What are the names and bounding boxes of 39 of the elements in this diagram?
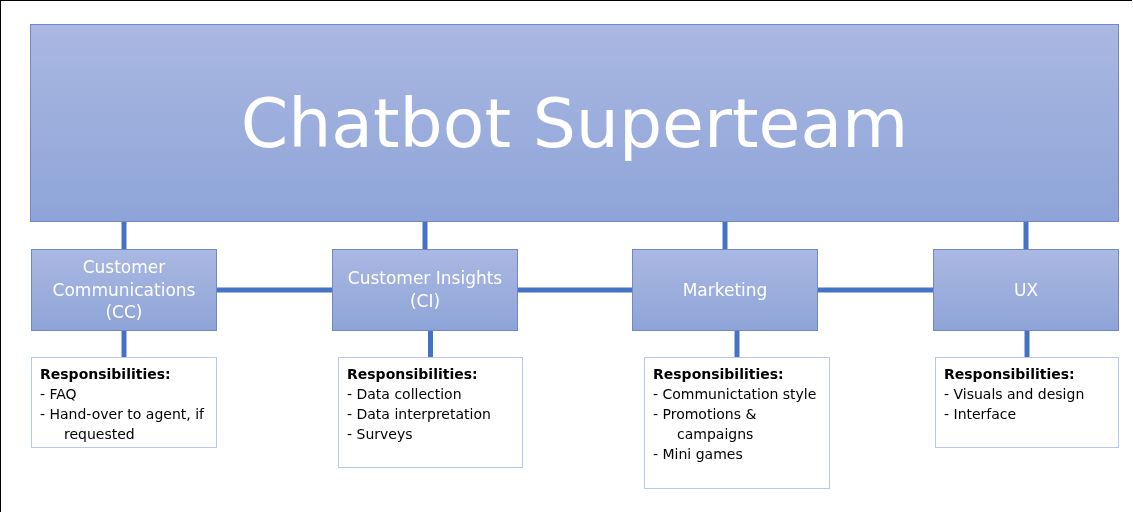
connector-line	[121, 331, 127, 357]
list-item: - FAQ	[40, 385, 78, 404]
connector-line	[1023, 222, 1029, 249]
connector-line	[428, 331, 433, 357]
connector-line	[734, 331, 740, 357]
connector-line	[121, 222, 127, 249]
team-name: Marketing	[681, 278, 769, 302]
connector-line	[722, 222, 728, 249]
team-box	[31, 249, 217, 331]
list-item: - Data collection	[347, 385, 463, 404]
team-name: Customer Insights (CI)	[346, 267, 504, 313]
title-box	[30, 24, 1119, 222]
team-box	[632, 249, 818, 331]
list-heading: Responsibilities:	[347, 365, 479, 384]
list-item: - Communictation style	[653, 385, 818, 404]
list-heading: Responsibilities:	[40, 365, 172, 384]
list-item: - Mini games	[653, 445, 744, 464]
list-item: - Data interpretation	[347, 405, 492, 424]
responsibilities-box	[644, 357, 830, 489]
team-name: UX	[1012, 278, 1040, 302]
list-item: - Interface	[944, 405, 1018, 424]
connector-line	[518, 287, 632, 293]
list-item: - Promotions & campaigns	[653, 405, 758, 444]
team-name: Customer Communications (CC)	[51, 255, 197, 325]
list-heading: Responsibilities:	[944, 365, 1076, 384]
responsibilities-box	[31, 357, 217, 448]
responsibilities-box	[338, 357, 523, 468]
team-box	[332, 249, 518, 331]
team-box	[933, 249, 1119, 331]
diagram-heading: Chatbot Superteam	[240, 83, 909, 163]
connector-line	[818, 287, 933, 293]
list-item: - Surveys	[347, 425, 414, 444]
list-heading: Responsibilities:	[653, 365, 785, 384]
connector-line	[1024, 331, 1030, 357]
connector-line	[217, 287, 332, 293]
responsibilities-box	[935, 357, 1119, 448]
list-item: - Hand-over to agent, if requested	[40, 405, 206, 444]
connector-line	[422, 222, 428, 249]
list-item: - Visuals and design	[944, 385, 1086, 404]
